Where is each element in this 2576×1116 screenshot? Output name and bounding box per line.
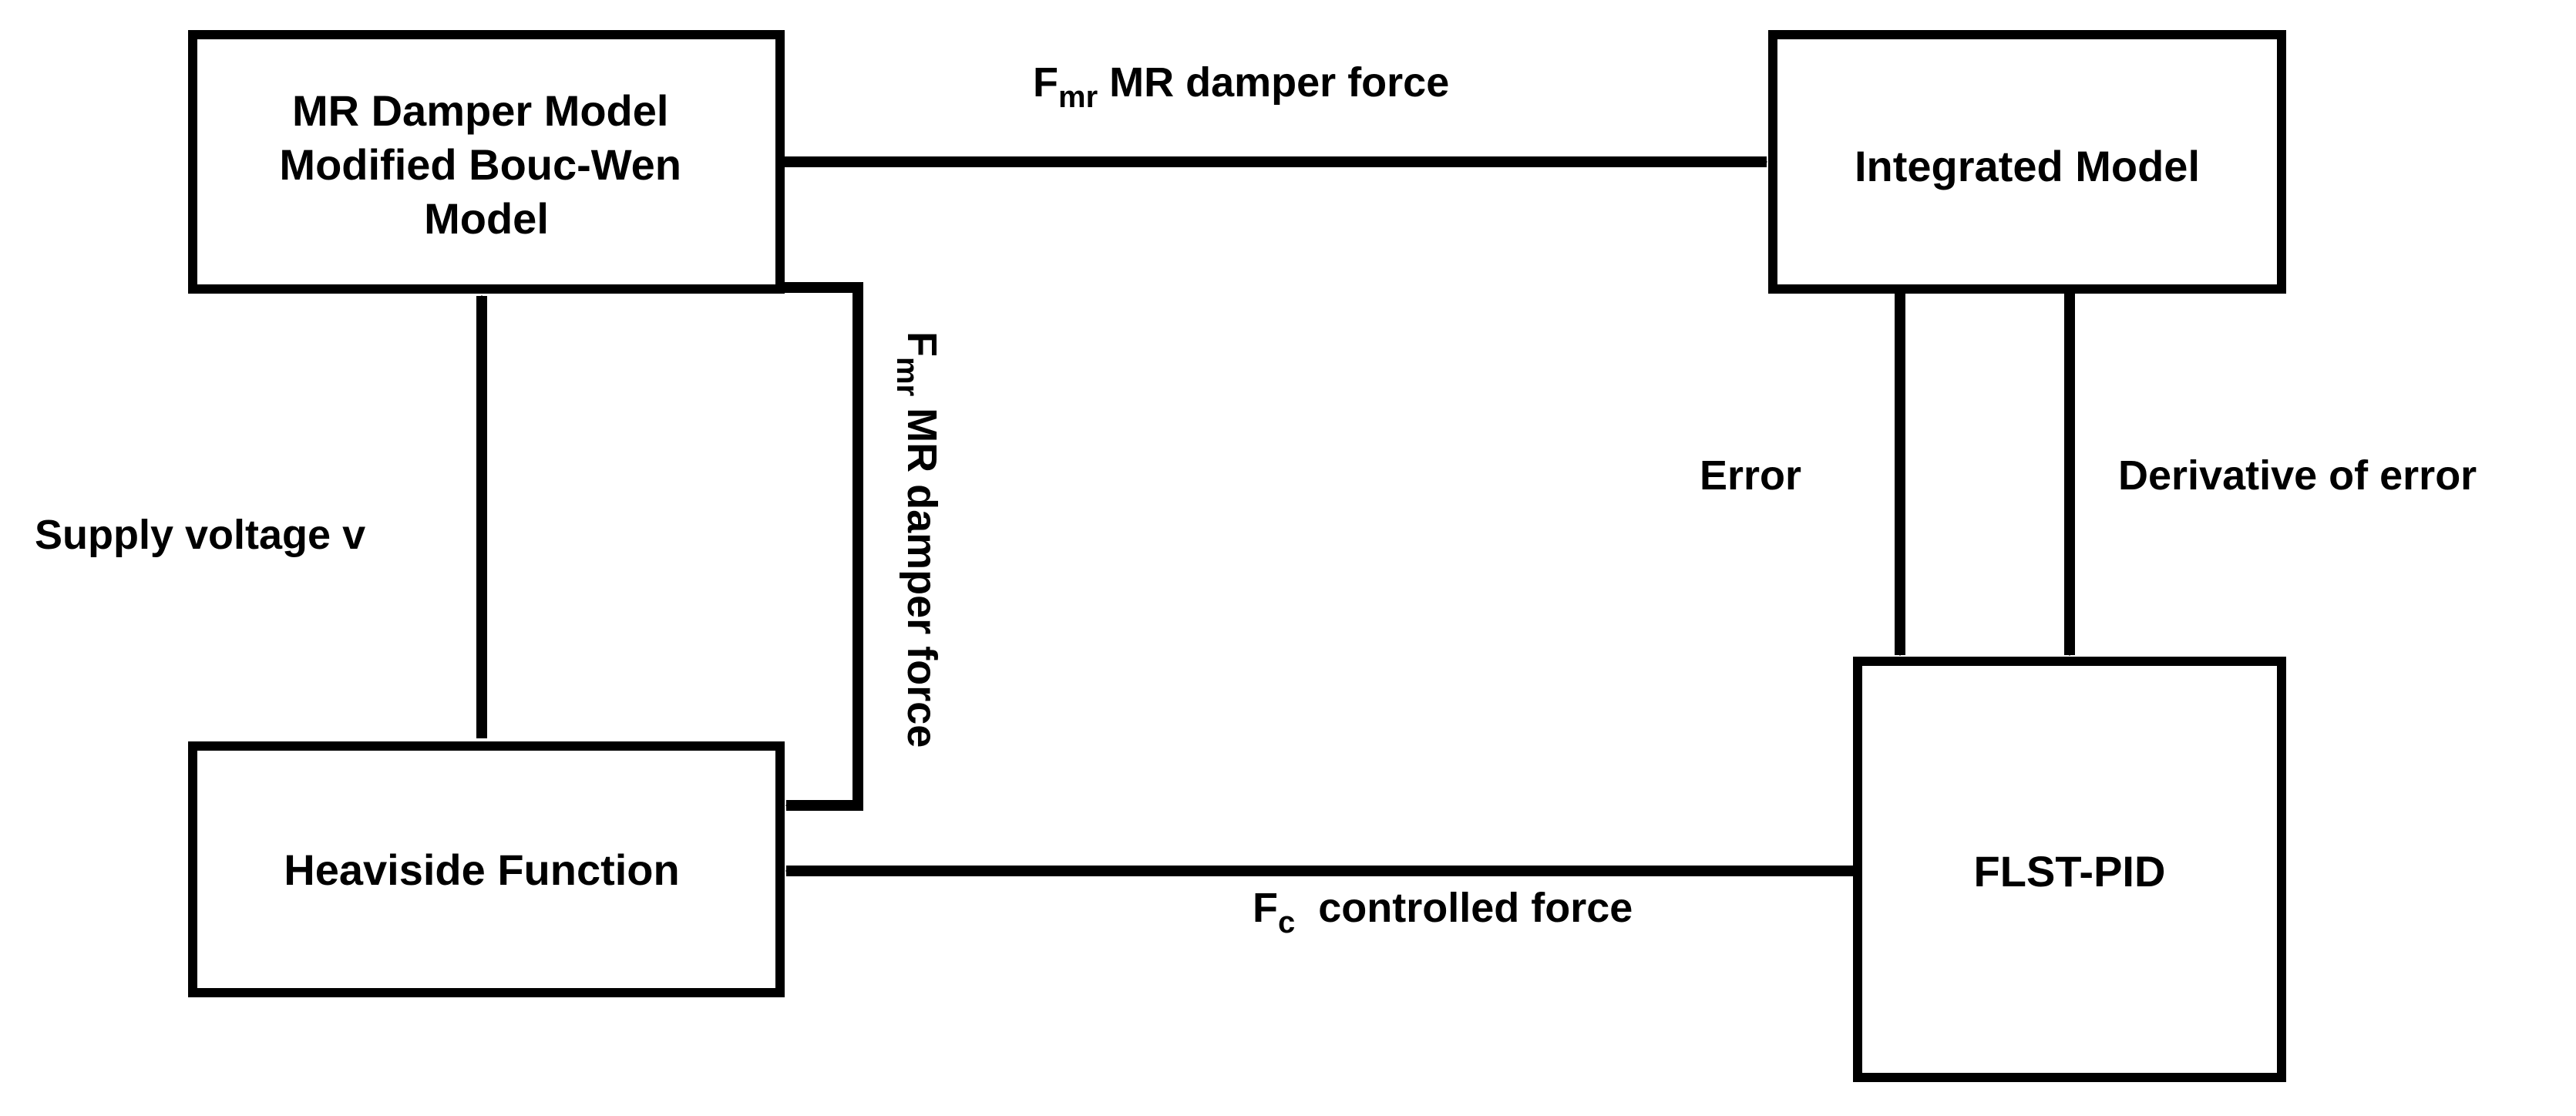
label-derivative-of-error: Derivative of error bbox=[2118, 452, 2477, 499]
force-subscript: mr bbox=[890, 357, 924, 396]
mr-damper-line-1: MR Damper Model bbox=[292, 86, 669, 135]
force-text: controlled force bbox=[1295, 885, 1633, 931]
force-subscript: mr bbox=[1058, 80, 1098, 114]
integrated-model-box bbox=[1768, 30, 2286, 294]
label-mr-damper-force-vertical: Fmr MR damper force bbox=[890, 331, 945, 748]
force-text: MR damper force bbox=[899, 396, 945, 748]
label-supply-voltage: Supply voltage v bbox=[35, 512, 365, 558]
integrated-model-label: Integrated Model bbox=[1855, 142, 2200, 190]
force-symbol: F bbox=[899, 331, 945, 357]
mr-damper-line-2: Modified Bouc-Wen bbox=[279, 140, 681, 189]
force-symbol: F bbox=[1033, 59, 1058, 106]
heaviside-function-box bbox=[188, 741, 785, 997]
flst-pid-box bbox=[1853, 657, 2286, 1082]
label-mr-damper-force-top: Fmr MR damper force bbox=[1033, 59, 1449, 114]
arrow-mr-feedback-to-heaviside bbox=[780, 282, 863, 811]
mr-damper-model-label: MR Damper Model Modified Bouc-Wen Model bbox=[279, 86, 693, 243]
force-symbol: F bbox=[1253, 885, 1278, 931]
mr-damper-model-box bbox=[188, 30, 785, 294]
force-text: MR damper force bbox=[1098, 59, 1449, 106]
label-controlled-force: Fc controlled force bbox=[1253, 885, 1633, 940]
mr-damper-line-3: Model bbox=[424, 194, 549, 243]
label-error: Error bbox=[1700, 452, 1801, 499]
flst-pid-label: FLST-PID bbox=[1974, 847, 2166, 896]
force-subscript: c bbox=[1278, 906, 1295, 940]
heaviside-function-label: Heaviside Function bbox=[284, 845, 679, 894]
